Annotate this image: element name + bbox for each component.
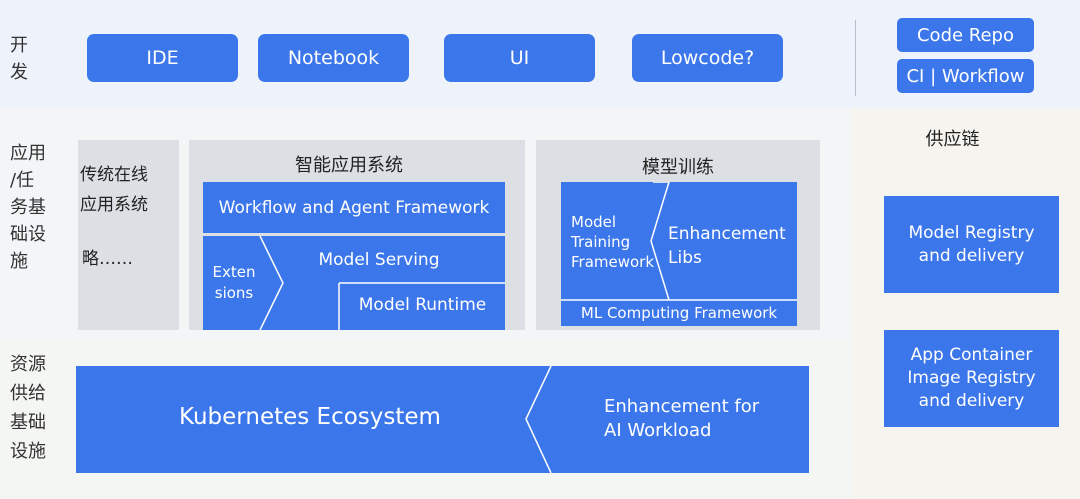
legacy-etc: 略……	[82, 249, 133, 269]
enhancement-libs-label: Enhancement Libs	[668, 224, 786, 268]
k8s-label: Kubernetes Ecosystem	[179, 404, 441, 430]
smart-app-title: 智能应用系统	[295, 155, 403, 176]
training-diagram	[561, 182, 797, 326]
row-label-dev: 开 发	[10, 35, 28, 83]
lowcode-box: Lowcode?	[632, 34, 783, 82]
training-framework-label: Model Training Framework	[571, 213, 655, 271]
supply-title: 供应链	[925, 129, 980, 150]
row-label-app: 应用 /任 务基 础设 施	[10, 143, 46, 272]
extensions-label: Exten sions	[212, 263, 256, 302]
legacy-panel	[78, 140, 179, 330]
row-label-resource: 资源 供给 基础 设施	[10, 354, 46, 462]
supply-band	[852, 108, 1080, 499]
ai-workload-chevron	[525, 366, 552, 473]
legacy-title: 传统在线 应用系统	[80, 165, 148, 215]
app-registry-box: App Container Image Registry and deliver…	[884, 330, 1059, 427]
ai-workload-label: Enhancement for AI Workload	[604, 396, 760, 441]
code-repo-box: Code Repo	[897, 18, 1034, 52]
ide-box: IDE	[87, 34, 238, 82]
ci-workflow-box: CI | Workflow	[897, 59, 1034, 93]
serving-diagram	[203, 236, 505, 330]
workflow-agent-box: Workflow and Agent Framework	[203, 182, 505, 233]
k8s-diagram	[76, 366, 809, 473]
extensions-chevron	[259, 236, 284, 330]
model-serving-label: Model Serving	[318, 250, 440, 270]
model-runtime-label: Model Runtime	[358, 295, 487, 315]
repo-divider	[855, 20, 856, 96]
ui-box: UI	[444, 34, 595, 82]
model-registry-box: Model Registry and delivery	[884, 196, 1059, 293]
training-bg	[561, 182, 797, 326]
notebook-box: Notebook	[258, 34, 409, 82]
training-title: 模型训练	[642, 157, 714, 178]
ml-framework-label: ML Computing Framework	[580, 304, 778, 322]
k8s-bg	[76, 366, 809, 473]
libs-chevron	[650, 182, 670, 301]
